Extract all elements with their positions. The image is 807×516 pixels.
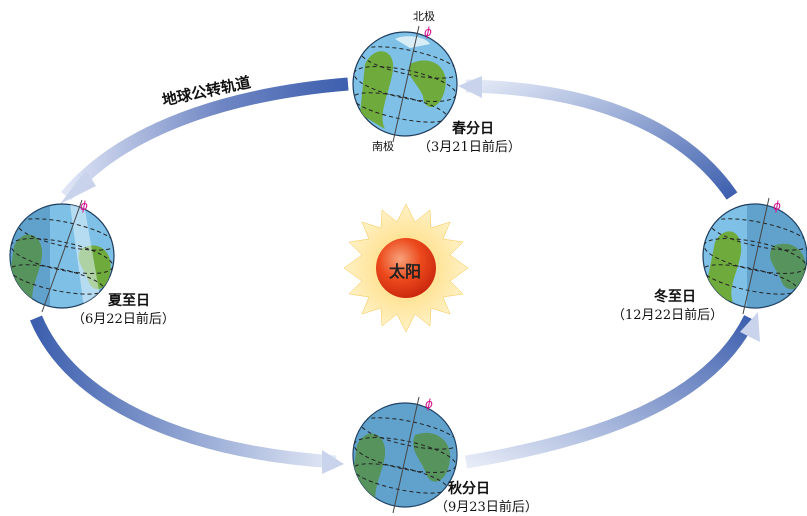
north-pole-label: 北极 — [413, 10, 435, 23]
orbit-segment-autumn-winter — [464, 315, 756, 469]
winter-solstice-date: （12月22日前后） — [612, 308, 724, 323]
sun — [343, 203, 469, 333]
axis-symbol-spring: ϕ — [424, 25, 432, 39]
spring-equinox-date: （3月21日前后） — [418, 140, 521, 155]
orbit-arrow-winter — [740, 312, 760, 342]
sun-core — [376, 238, 436, 298]
globe-winter — [702, 197, 807, 315]
spring-equinox-name: 春分日 — [452, 121, 494, 137]
axis-symbol-summer: ϕ — [80, 199, 88, 213]
axis-symbol-winter: ϕ — [773, 199, 781, 213]
globe-summer — [9, 199, 115, 313]
orbit-arrow-summer — [60, 170, 96, 204]
autumn-equinox-name: 秋分日 — [448, 481, 490, 497]
orbit-segment-spring-summer — [61, 77, 349, 201]
sun-label: 太阳 — [388, 262, 421, 281]
summer-solstice-date: （6月22日前后） — [72, 312, 175, 327]
south-pole-label: 南极 — [372, 140, 394, 153]
orbit-arrow-spring — [458, 76, 482, 98]
orbit-segment-summer-autumn — [29, 315, 337, 469]
orbit-path — [29, 76, 760, 474]
autumn-equinox-date: （9月23日前后） — [435, 500, 538, 515]
winter-solstice-name: 冬至日 — [654, 289, 696, 305]
orbit-segment-winter-spring — [465, 79, 738, 200]
summer-solstice-name: 夏至日 — [108, 293, 150, 309]
axis-symbol-autumn: ϕ — [425, 397, 433, 411]
orbit-arrow-autumn — [322, 450, 344, 474]
globe-autumn — [352, 396, 458, 514]
globe-spring — [352, 25, 458, 143]
